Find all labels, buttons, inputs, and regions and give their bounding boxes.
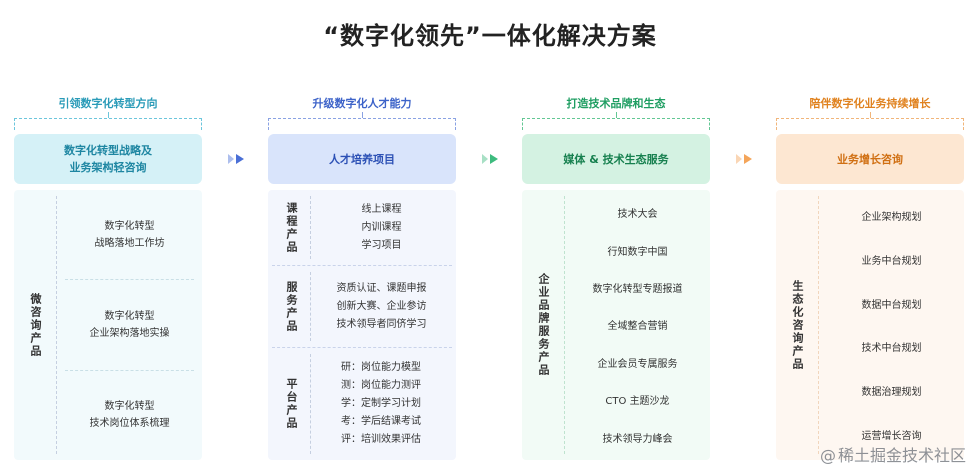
column-tech-brand: 打造技术品牌和生态 媒体 & 技术生态服务 企业品牌服务产品 技术大会 行知数字… — [522, 96, 710, 460]
bracket-divider — [14, 112, 202, 130]
list-item: 研：岗位能力模型 — [341, 362, 421, 373]
column-header: 媒体 & 技术生态服务 — [522, 134, 710, 184]
divider — [56, 196, 57, 454]
divider — [818, 196, 819, 454]
double-chevron-right-icon — [228, 154, 244, 164]
list-item: 企业会员专属服务 — [597, 358, 678, 370]
list-item: 创新大赛、企业参访 — [336, 300, 427, 312]
column-subtitle: 升级数字化人才能力 — [312, 97, 412, 110]
list-item: 技术领导力峰会 — [602, 433, 673, 445]
list-item: 测：岗位能力测评 — [341, 380, 421, 391]
column-body: 企业品牌服务产品 技术大会 行知数字中国 数字化转型专题报道 全域整合营销 企业… — [522, 190, 710, 460]
list-item: 数字化转型专题报道 — [592, 284, 683, 296]
list-item: 学习项目 — [361, 239, 402, 251]
double-chevron-right-icon — [736, 154, 752, 164]
list-item: 评：培训效果评估 — [341, 434, 421, 445]
column-header: 业务增长咨询 — [776, 134, 964, 184]
list-item: 运营增长咨询 — [861, 430, 922, 442]
column-business-growth: 陪伴数字化业务持续增长 业务增长咨询 生态化咨询产品 企业架构规划 业务中台规划… — [776, 96, 964, 460]
group-label: 平台产品 — [285, 378, 298, 430]
column-subtitle: 打造技术品牌和生态 — [566, 97, 666, 110]
side-label: 微咨询产品 — [29, 292, 42, 358]
watermark: @稀土掘金技术社区 — [819, 446, 966, 465]
column-subtitle: 陪伴数字化业务持续增长 — [809, 97, 931, 110]
list-item: 数字化转型 技术岗位体系梳理 — [89, 401, 170, 430]
list-item: CTO 主题沙龙 — [605, 396, 670, 408]
at-icon: @ — [819, 446, 836, 465]
column-header: 人才培养项目 — [268, 134, 456, 184]
bracket-divider — [268, 112, 456, 130]
list-item: 考：学后结课考试 — [341, 416, 421, 427]
group-label: 课程产品 — [285, 201, 298, 254]
list-item: 数字化转型 战略落地工作坊 — [65, 190, 194, 281]
product-group-platform: 平台产品 研：岗位能力模型 测：岗位能力测评 学：定制学习计划 考：学后结课考试… — [272, 348, 452, 460]
side-label: 企业品牌服务产品 — [537, 273, 550, 377]
column-subtitle: 引领数字化转型方向 — [58, 97, 158, 110]
bracket-divider — [522, 112, 710, 130]
column-header: 数字化转型战略及 业务架构轻咨询 — [14, 134, 202, 184]
column-body: 微咨询产品 数字化转型 战略落地工作坊 数字化转型 企业架构落地实操 数字化转型… — [14, 190, 202, 460]
list-item: 数据中台规划 — [861, 299, 922, 311]
list-item: 内训课程 — [361, 221, 402, 233]
list-item: 资质认证、课题申报 — [336, 282, 427, 294]
list-item: 技术中台规划 — [861, 343, 922, 355]
product-group-services: 服务产品 资质认证、课题申报 创新大赛、企业参访 技术领导者同侪学习 — [272, 266, 452, 348]
column-body: 生态化咨询产品 企业架构规划 业务中台规划 数据中台规划 技术中台规划 数据治理… — [776, 190, 964, 460]
list-item: 技术大会 — [617, 209, 658, 221]
column-talent-development: 升级数字化人才能力 人才培养项目 课程产品 线上课程 内训课程 学习项目 服务产… — [268, 96, 456, 460]
list-item: 学：定制学习计划 — [341, 398, 421, 409]
group-label: 服务产品 — [285, 280, 298, 333]
column-body: 课程产品 线上课程 内训课程 学习项目 服务产品 资质认证、课题申报 创新大赛、… — [268, 190, 456, 460]
list-item: 业务中台规划 — [861, 255, 922, 267]
list-item: 技术领导者同侪学习 — [336, 318, 427, 330]
list-item: 企业架构规划 — [861, 212, 922, 224]
double-chevron-right-icon — [482, 154, 498, 164]
list-item: 数字化转型 企业架构落地实操 — [65, 280, 194, 371]
product-group-courses: 课程产品 线上课程 内训课程 学习项目 — [272, 190, 452, 266]
bracket-divider — [776, 112, 964, 130]
list-item: 全域整合营销 — [607, 321, 668, 333]
page-title: “数字化领先”一体化解决方案 — [323, 22, 657, 50]
side-label: 生态化咨询产品 — [791, 279, 804, 371]
list-item: 线上课程 — [361, 203, 402, 215]
list-item: 行知数字中国 — [607, 246, 668, 258]
column-digital-transformation: 引领数字化转型方向 数字化转型战略及 业务架构轻咨询 微咨询产品 数字化转型 战… — [14, 96, 202, 460]
list-item: 数据治理规划 — [861, 386, 922, 398]
divider — [564, 196, 565, 454]
